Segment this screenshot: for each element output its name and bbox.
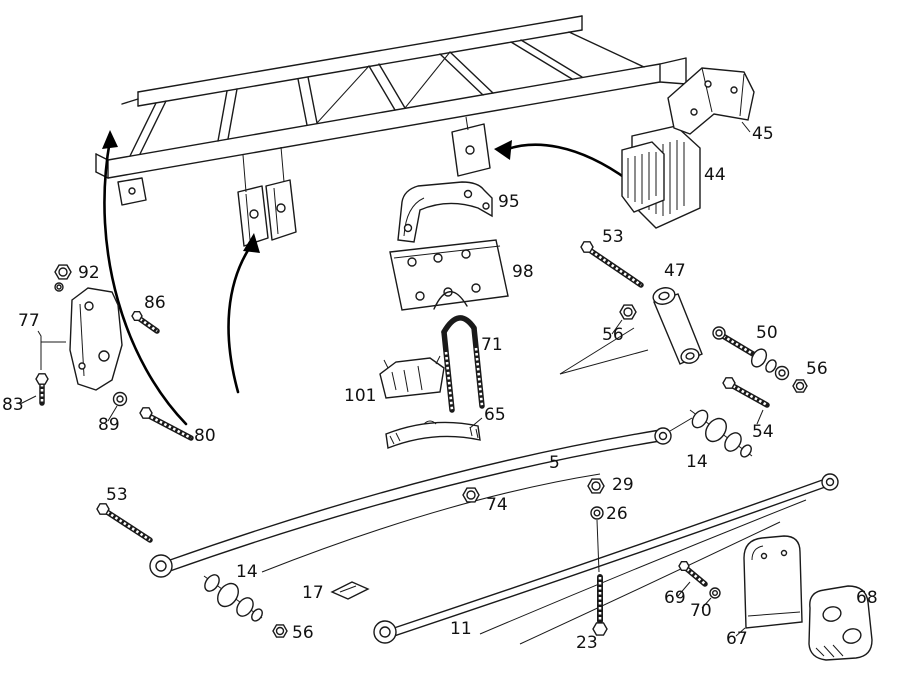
- bolt-86: [131, 311, 160, 334]
- part-label-67: 67: [726, 629, 748, 649]
- part-label-71: 71: [481, 335, 503, 355]
- part-label-14-right: 14: [686, 452, 708, 472]
- bolt-53-upper: [580, 241, 644, 288]
- nut-29: [587, 478, 605, 494]
- part-label-23: 23: [576, 633, 598, 653]
- part-labels: 92 86 77 83 89 80 95 98 71 101 65 5 74 5…: [2, 124, 878, 653]
- u-bolt-71: [441, 315, 485, 413]
- bracket-44: [621, 125, 701, 229]
- washer-89: [107, 391, 128, 422]
- nut-56-upper: [611, 304, 637, 335]
- part-label-17: 17: [302, 583, 324, 603]
- washer-70: [701, 587, 721, 609]
- nut-56-lower: [272, 624, 288, 638]
- bracket-95: [397, 181, 493, 243]
- part-label-5: 5: [549, 453, 560, 473]
- nut-74: [462, 487, 480, 503]
- part-label-89: 89: [98, 415, 120, 435]
- chassis-frame: [95, 15, 687, 247]
- curved-arrow-right: [494, 140, 630, 182]
- part-label-56-right: 56: [806, 359, 828, 379]
- part-label-92: 92: [78, 263, 100, 283]
- stud-23: [592, 574, 608, 636]
- part-label-101: 101: [344, 386, 376, 406]
- part-label-95: 95: [498, 192, 520, 212]
- bolt-54: [722, 377, 770, 425]
- bracket-45: [667, 67, 755, 135]
- bushing-set-14-right: [689, 409, 753, 458]
- nut-92: [54, 264, 72, 292]
- part-label-56-upper: 56: [602, 325, 624, 345]
- part-label-14-left: 14: [236, 562, 258, 582]
- bump-stop-101: [379, 355, 445, 399]
- part-label-47: 47: [664, 261, 686, 281]
- nut-56-right: [792, 379, 808, 393]
- plate-17: [330, 581, 370, 600]
- part-label-50: 50: [756, 323, 778, 343]
- bushing-set-14-left: [203, 574, 263, 622]
- bolt-69: [677, 561, 708, 597]
- leaf-spring-11: [373, 473, 839, 645]
- bolt-80: [139, 407, 194, 441]
- part-label-53-upper: 53: [602, 227, 624, 247]
- leaf-spring-5: [149, 417, 693, 578]
- spring-pad-65: [385, 417, 483, 449]
- curved-arrow-center: [227, 233, 260, 394]
- part-label-69: 69: [664, 588, 686, 608]
- part-label-80: 80: [194, 426, 216, 446]
- part-label-29: 29: [612, 475, 634, 495]
- mounting-plate-98: [389, 239, 509, 311]
- part-label-98: 98: [512, 262, 534, 282]
- part-label-74: 74: [486, 495, 508, 515]
- part-label-45: 45: [752, 124, 774, 144]
- bolt-83: [19, 373, 49, 406]
- pin-assembly-50: [712, 326, 790, 381]
- part-label-83: 83: [2, 395, 24, 415]
- rubber-mount-68: [808, 585, 873, 661]
- part-label-44: 44: [704, 165, 726, 185]
- part-label-77: 77: [18, 311, 40, 331]
- shackle-47: [559, 287, 703, 375]
- part-label-11: 11: [450, 619, 472, 639]
- part-label-26: 26: [606, 504, 628, 524]
- bracket-67: [735, 535, 803, 637]
- washer-26: [590, 506, 604, 520]
- bolt-53-left: [96, 503, 153, 543]
- part-label-68: 68: [856, 588, 878, 608]
- curved-arrow-left: [102, 130, 188, 426]
- part-label-86: 86: [144, 293, 166, 313]
- spring-hanger-bracket-77: [37, 287, 123, 391]
- part-label-54: 54: [752, 422, 774, 442]
- part-label-56-lower: 56: [292, 623, 314, 643]
- part-label-53-left: 53: [106, 485, 128, 505]
- part-label-65: 65: [484, 405, 506, 425]
- part-label-70: 70: [690, 601, 712, 621]
